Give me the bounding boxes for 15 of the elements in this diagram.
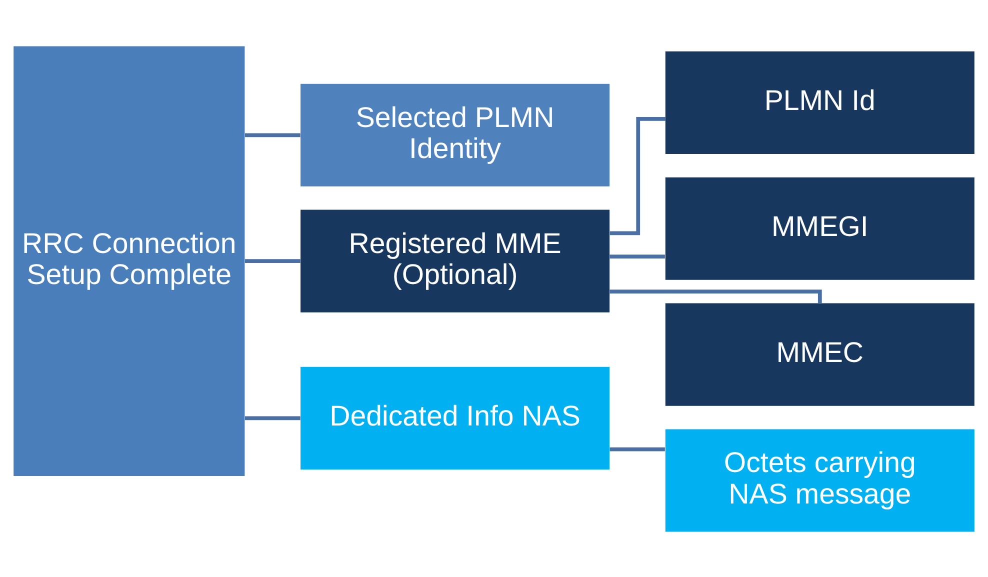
connector: [244, 132, 300, 137]
node-box: Registered MME (Optional): [300, 209, 610, 312]
connector: [244, 258, 300, 263]
node-box: RRC Connection Setup Complete: [14, 46, 245, 476]
node-box: PLMN Id: [665, 50, 974, 154]
connector: [610, 254, 665, 258]
node-box: Selected PLMN Identity: [300, 83, 610, 186]
node-box: Octets carrying NAS message: [665, 428, 974, 532]
node-box: MMEC: [665, 302, 974, 406]
connector: [244, 416, 300, 420]
connector: [610, 446, 665, 451]
node-box: MMEGI: [665, 176, 974, 280]
node-box: Dedicated Info NAS: [300, 366, 610, 469]
connector: [610, 116, 666, 235]
connector: [610, 289, 822, 303]
